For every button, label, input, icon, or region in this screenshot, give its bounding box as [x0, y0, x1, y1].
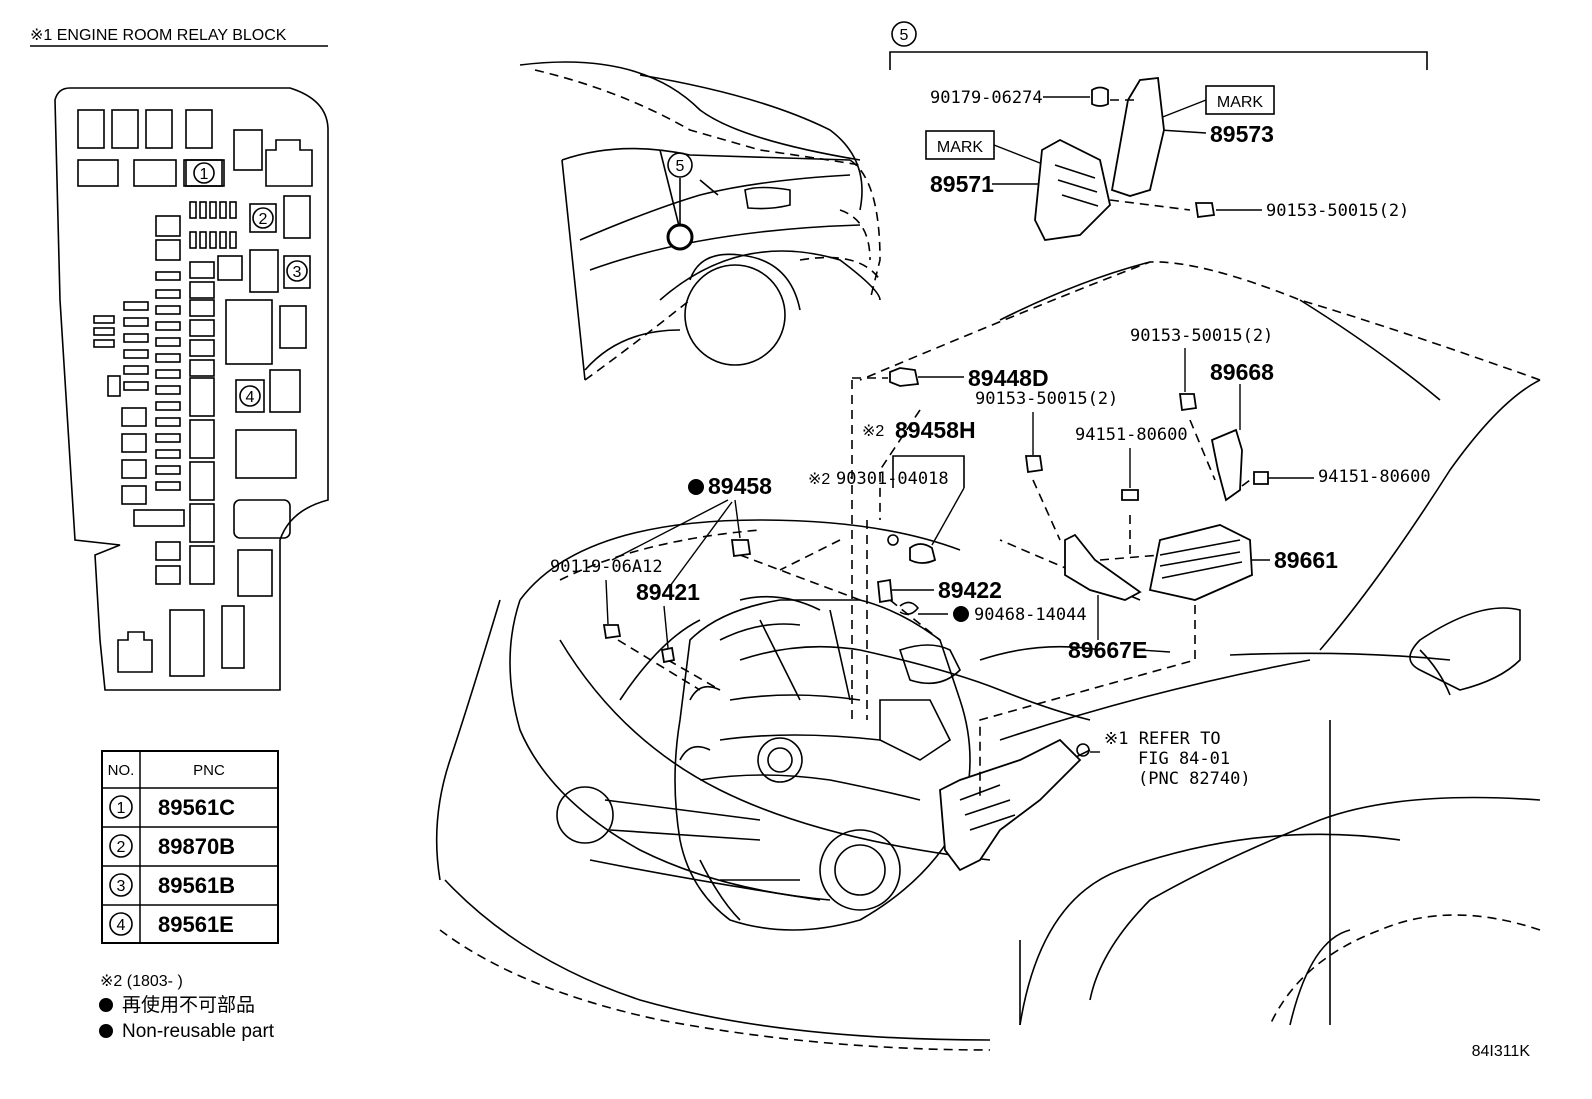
label-89448D: 89448D — [968, 365, 1049, 391]
part-89668: 89668 — [1210, 359, 1274, 502]
part-89448D: 89448D — [889, 365, 1049, 391]
svg-text:89870B: 89870B — [158, 834, 235, 859]
refer-line-1: ※1 REFER TO — [1104, 729, 1221, 749]
part-89667E: 89667E — [1064, 533, 1171, 663]
part-90153-a: 90153-50015(2) — [975, 389, 1118, 474]
label-89667E: 89667E — [1068, 637, 1147, 663]
label-90153-50015-a: 90153-50015(2) — [975, 389, 1118, 409]
label-89421: 89421 — [636, 579, 700, 605]
svg-text:89561C: 89561C — [158, 795, 235, 820]
bracket-89573 — [1110, 77, 1165, 197]
label-90468-14044: 90468-14044 — [974, 605, 1087, 625]
label-90301-04018: 90301-04018 — [836, 469, 949, 489]
table-row: 4 89561E — [109, 912, 234, 937]
part-90153-b: 90153-50015(2) — [1130, 326, 1273, 412]
legend-japanese: 再使用不可部品 — [122, 994, 255, 1016]
relay-marker-1: 1 — [185, 159, 223, 187]
svg-text:89561B: 89561B — [158, 873, 235, 898]
leader-lines — [617, 377, 1251, 800]
note2-mark-b: ※2 — [808, 471, 830, 488]
label-89573: 89573 — [1210, 121, 1274, 147]
group-5-marker-label: 5 — [900, 27, 909, 44]
part-89422: 89422 — [877, 577, 1002, 604]
relay-marker-3: 3 — [283, 255, 311, 289]
label-89458: 89458 — [708, 473, 772, 499]
engine-assembly — [674, 595, 1091, 931]
table-row: 2 89870B — [109, 834, 235, 859]
svg-text:4: 4 — [117, 917, 126, 934]
label-90153-50015-b: 90153-50015(2) — [1130, 326, 1273, 346]
ecu-89571 — [1034, 138, 1111, 241]
legend-english: Non-reusable part — [122, 1021, 275, 1042]
table-header-pnc: PNC — [193, 762, 225, 779]
relay-block-82740 — [939, 738, 1082, 872]
part-89661: 89661 — [1148, 524, 1338, 601]
mark-label-left: MARK — [937, 139, 984, 156]
label-94151-80600-b: 94151-80600 — [1318, 467, 1431, 487]
part-89458H: ※2 89458H — [862, 417, 976, 564]
pnc-table: NO. PNC 1 89561C 2 89870B 3 89561B 4 895… — [101, 750, 279, 944]
part-89458: 89458 — [611, 473, 772, 587]
legend-note2: ※2 (1803- ) — [100, 973, 183, 990]
non-reusable-dot-icon — [99, 1024, 113, 1038]
relay-marker-2: 2 — [249, 203, 277, 233]
group-5-marker — [891, 21, 917, 47]
group-5: 5 90179-06274 MARK 89573 MARK 89571 9015… — [889, 21, 1428, 241]
svg-text:4: 4 — [246, 389, 255, 406]
non-reusable-dot-icon — [953, 606, 969, 622]
part-90301: ※2 90301-04018 — [808, 469, 949, 546]
svg-text:2: 2 — [259, 211, 268, 228]
non-reusable-dot-icon — [99, 998, 113, 1012]
table-row: 3 89561B — [109, 873, 235, 898]
label-94151-80600-a: 94151-80600 — [1075, 425, 1188, 445]
label-89571: 89571 — [930, 171, 994, 197]
svg-text:3: 3 — [293, 264, 302, 281]
part-89421: 89421 — [636, 579, 700, 664]
note2-mark-a: ※2 — [862, 423, 884, 440]
car-marker-label: 5 — [676, 158, 685, 175]
svg-text:89561E: 89561E — [158, 912, 234, 937]
svg-text:3: 3 — [117, 878, 126, 895]
non-reusable-dot-icon — [688, 479, 704, 495]
relay-block-title: ※1 ENGINE ROOM RELAY BLOCK — [30, 27, 287, 44]
figure-code: 84I311K — [1472, 1043, 1531, 1060]
svg-text:1: 1 — [117, 800, 126, 817]
relay-block: ※1 ENGINE ROOM RELAY BLOCK — [30, 27, 329, 691]
table-row: 1 89561C — [109, 795, 235, 820]
part-90119: 90119-06A12 — [550, 557, 663, 640]
label-90153-50015-top: 90153-50015(2) — [1266, 201, 1409, 221]
svg-text:2: 2 — [117, 839, 126, 856]
bolt-part — [1194, 202, 1216, 219]
refer-line-2: FIG 84-01 — [1138, 749, 1230, 769]
legend: ※2 (1803- ) 再使用不可部品 Non-reusable part — [99, 973, 275, 1042]
refer-line-3: (PNC 82740) — [1138, 769, 1251, 789]
label-89661: 89661 — [1274, 547, 1338, 573]
mark-label-right: MARK — [1217, 94, 1264, 111]
part-90468: 90468-14044 — [899, 601, 1087, 625]
part-94151-b: 94151-80600 — [1253, 467, 1431, 487]
label-90119-06A12: 90119-06A12 — [550, 557, 663, 577]
table-header-no: NO. — [108, 762, 135, 779]
refer-note: ※1 REFER TO FIG 84-01 (PNC 82740) — [1090, 729, 1251, 789]
label-89458H: 89458H — [895, 417, 976, 443]
relay-marker-4: 4 — [235, 379, 265, 413]
svg-text:1: 1 — [200, 166, 209, 183]
label-89668: 89668 — [1210, 359, 1274, 385]
label-89422: 89422 — [938, 577, 1002, 603]
clip-part — [1091, 86, 1109, 107]
label-90179-06274: 90179-06274 — [930, 88, 1043, 108]
side-mirror — [1409, 607, 1521, 691]
car-marker-5 — [667, 152, 693, 178]
car-rear-view: 5 — [519, 61, 881, 381]
car-front-view — [435, 261, 1541, 1051]
part-94151-a: 94151-80600 — [1075, 425, 1188, 501]
